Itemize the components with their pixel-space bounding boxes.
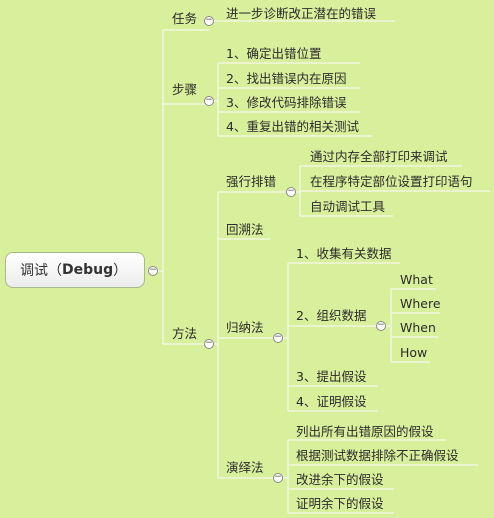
organize-item-when[interactable]: When bbox=[400, 320, 436, 335]
induction-collapse-toggle[interactable]: − bbox=[273, 332, 283, 343]
induction-item[interactable]: 4、证明假设 bbox=[296, 394, 367, 409]
step-item[interactable]: 1、确定出错位置 bbox=[226, 46, 322, 61]
task-item[interactable]: 进一步诊断改正潜在的错误 bbox=[226, 6, 377, 21]
step-item[interactable]: 3、修改代码排除错误 bbox=[226, 95, 347, 110]
organize-item-how[interactable]: How bbox=[400, 345, 428, 360]
deduction-item[interactable]: 证明余下的假设 bbox=[296, 496, 384, 511]
branch-methods[interactable]: 方法 bbox=[172, 326, 198, 341]
methods-collapse-toggle[interactable]: − bbox=[204, 338, 214, 349]
root-label-suffix: ） bbox=[113, 263, 128, 279]
organize-item-where[interactable]: Where bbox=[400, 296, 441, 311]
method-deduction[interactable]: 演绎法 bbox=[226, 460, 264, 475]
force-item[interactable]: 通过内存全部打印来调试 bbox=[310, 149, 448, 164]
root-label-bold: Debug bbox=[62, 262, 114, 278]
method-force[interactable]: 强行排错 bbox=[226, 174, 277, 189]
step-item[interactable]: 4、重复出错的相关测试 bbox=[226, 119, 359, 134]
force-item[interactable]: 自动调试工具 bbox=[310, 199, 386, 214]
force-collapse-toggle[interactable]: − bbox=[286, 186, 296, 197]
deduction-item[interactable]: 改进余下的假设 bbox=[296, 472, 384, 487]
induction-item[interactable]: 1、收集有关数据 bbox=[296, 246, 392, 261]
method-backtrack[interactable]: 回溯法 bbox=[226, 222, 264, 237]
root-node-debug[interactable]: 调试（Debug） bbox=[5, 252, 145, 288]
task-collapse-toggle[interactable]: − bbox=[204, 15, 214, 26]
deduction-item[interactable]: 列出所有出错原因的假设 bbox=[296, 424, 434, 439]
force-item[interactable]: 在程序特定部位设置打印语句 bbox=[310, 174, 473, 189]
induction-item[interactable]: 3、提出假设 bbox=[296, 369, 367, 384]
steps-collapse-toggle[interactable]: − bbox=[204, 95, 214, 106]
root-collapse-toggle[interactable]: − bbox=[148, 265, 158, 276]
method-induction[interactable]: 归纳法 bbox=[226, 320, 264, 335]
deduction-collapse-toggle[interactable]: − bbox=[273, 472, 283, 483]
step-item[interactable]: 2、找出错误内在原因 bbox=[226, 71, 347, 86]
root-label-prefix: 调试（ bbox=[20, 263, 62, 279]
organize-item-what[interactable]: What bbox=[400, 272, 433, 287]
induction-item[interactable]: 2、组织数据 bbox=[296, 308, 367, 323]
branch-steps[interactable]: 步骤 bbox=[172, 82, 198, 97]
organize-collapse-toggle[interactable]: − bbox=[376, 320, 386, 331]
branch-task[interactable]: 任务 bbox=[172, 11, 198, 26]
deduction-item[interactable]: 根据测试数据排除不正确假设 bbox=[296, 448, 459, 463]
